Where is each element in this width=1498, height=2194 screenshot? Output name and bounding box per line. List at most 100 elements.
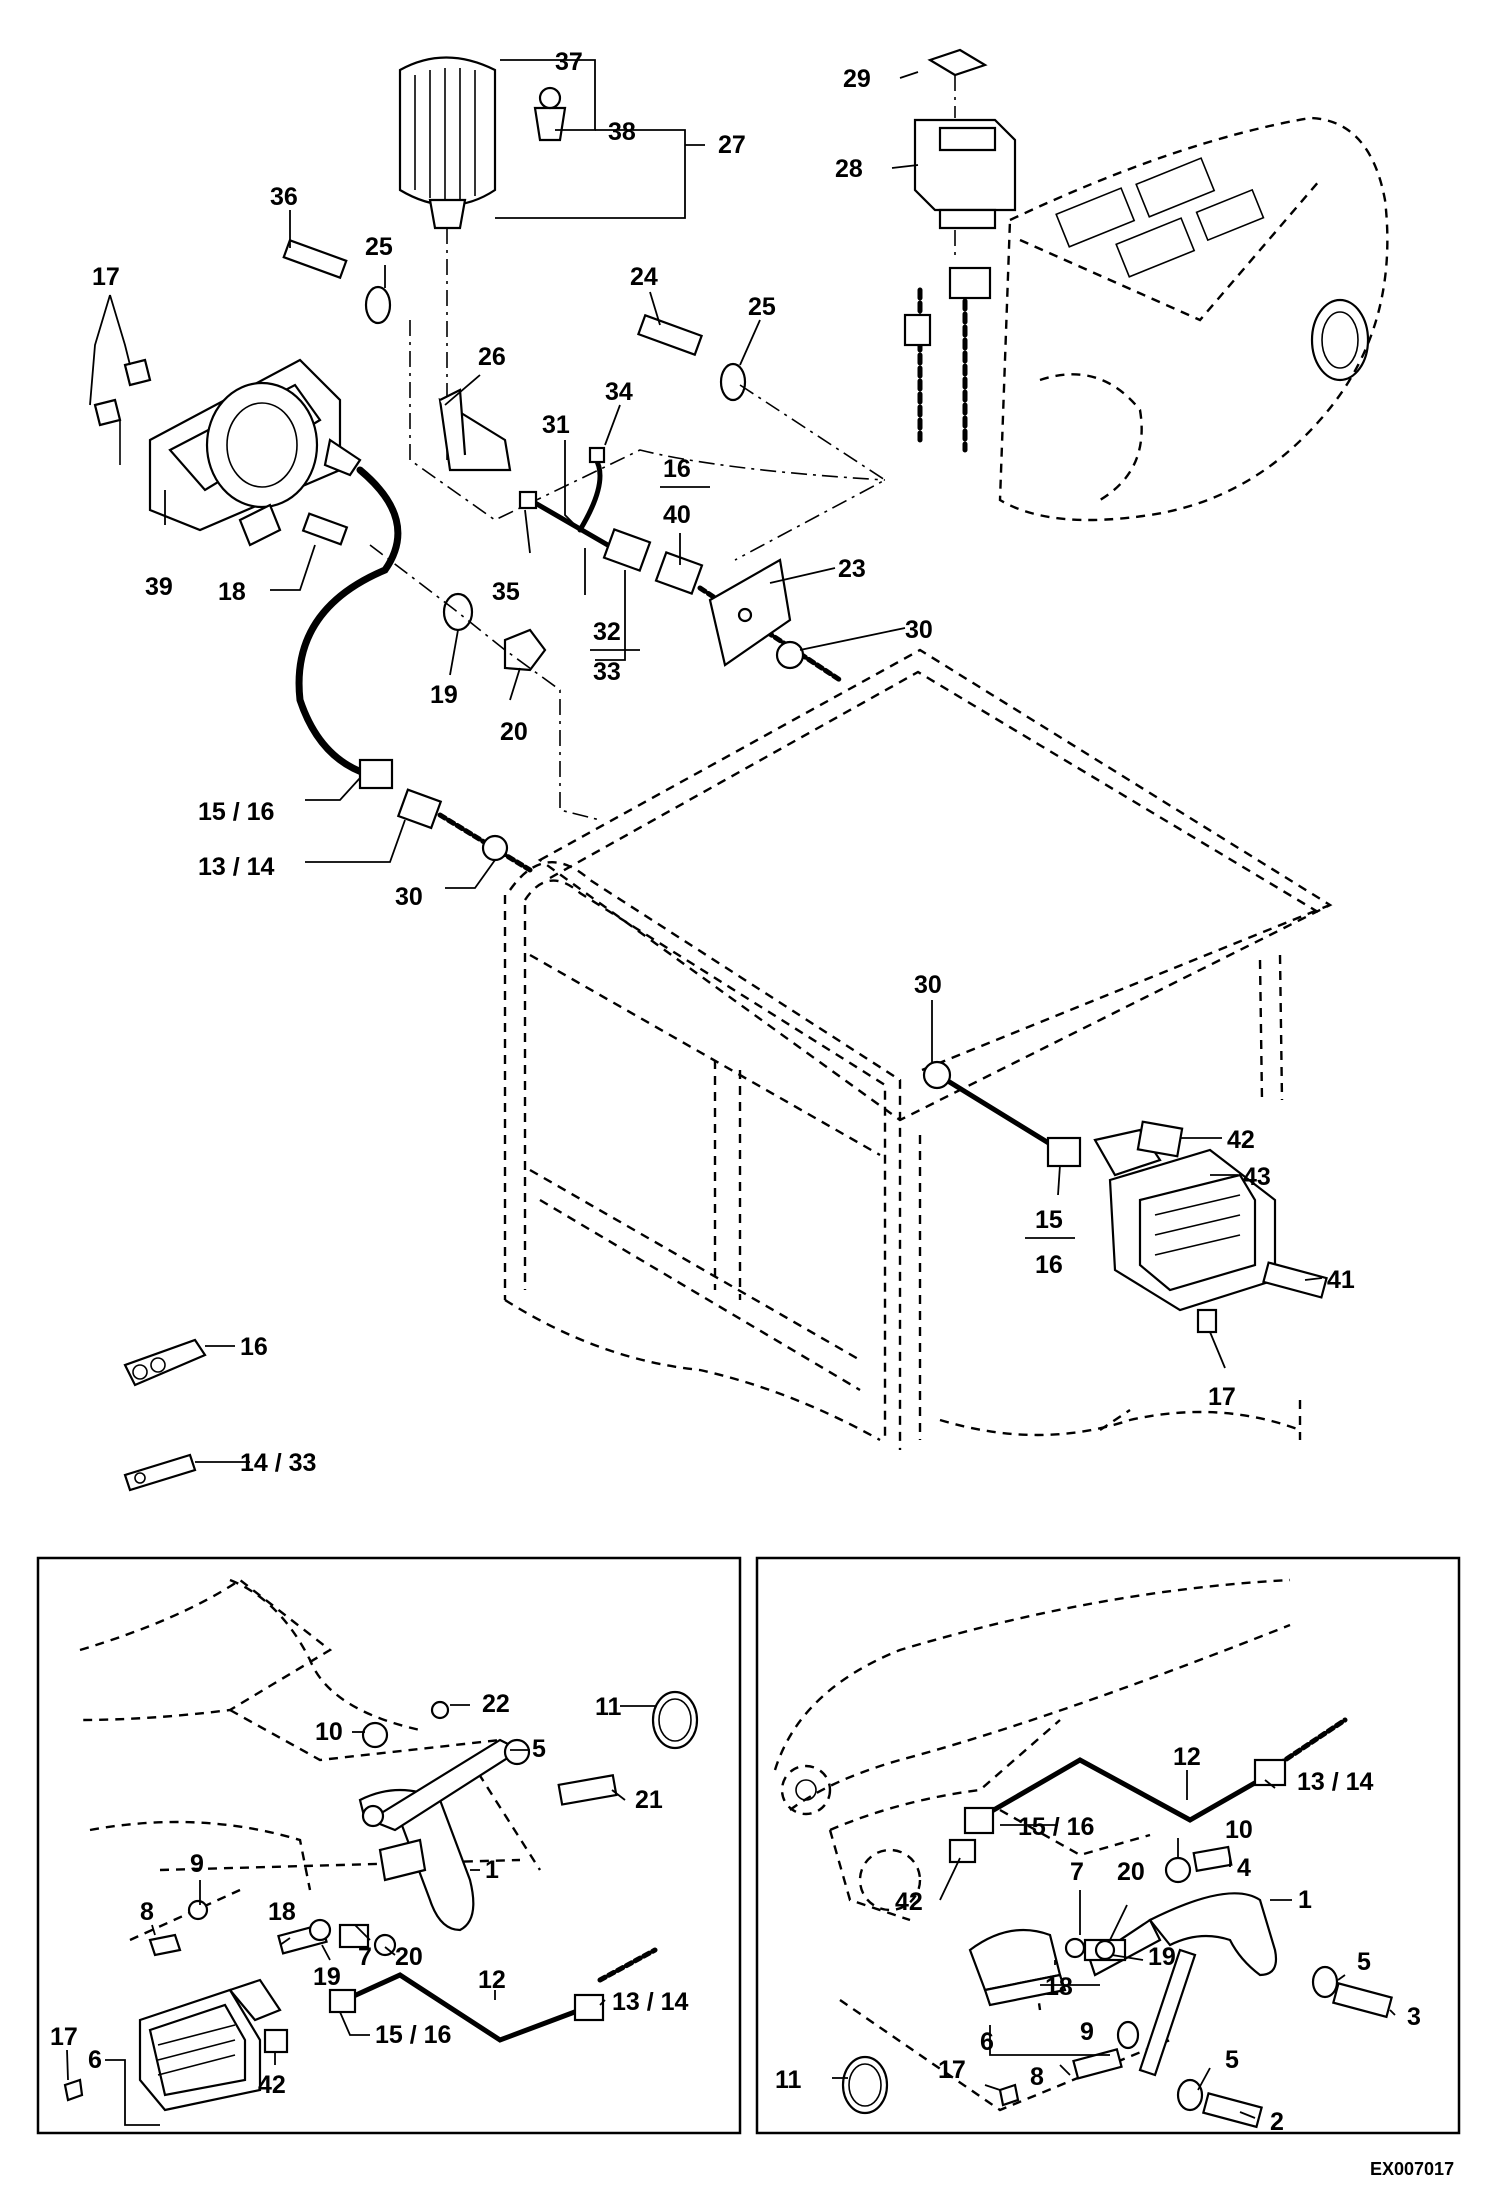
connector-42-main [1136, 1120, 1184, 1158]
callout-17-right: 17 [938, 2056, 966, 2084]
callout-30-c: 30 [914, 971, 942, 999]
nut-20-main [503, 628, 547, 672]
callout-13-14-a: 13 / 14 [198, 853, 275, 881]
callout-18-left: 18 [268, 1898, 296, 1926]
callout-13-14-right: 13 / 14 [1297, 1768, 1374, 1796]
centre-line-b [734, 384, 887, 561]
callout-9-right: 9 [1080, 2018, 1094, 2046]
callout-20-right: 20 [1117, 1858, 1145, 1886]
callout-21: 21 [635, 1786, 663, 1814]
connector-15-16-b [1046, 1136, 1082, 1168]
callout-13-14-left: 13 / 14 [612, 1988, 689, 2016]
callout-20-main: 20 [500, 718, 528, 746]
terminal-34 [588, 446, 606, 464]
grommet-30-b [775, 640, 805, 670]
washer-25-a [364, 285, 392, 325]
callout-36: 36 [270, 183, 298, 211]
callout-12-left: 12 [478, 1966, 506, 1994]
leader-lines-right [832, 1770, 1396, 2119]
grommet-30-a [481, 834, 509, 862]
washer-25-b [719, 362, 747, 402]
lamp-cable [295, 466, 402, 779]
callout-14-33-ref: 14 / 33 [240, 1449, 316, 1477]
centre-line-a [409, 320, 886, 521]
callout-22: 22 [482, 1690, 510, 1718]
callout-38: 38 [608, 118, 636, 146]
callout-16-b: 16 [1035, 1251, 1063, 1279]
detail-panel-left [36, 1556, 742, 2135]
connector-16-40 [654, 550, 704, 596]
work-lamp-43 [1093, 1128, 1277, 1312]
callout-15-16-a: 15 / 16 [198, 798, 274, 826]
leader-lines-left [66, 1704, 655, 2126]
callout-8-left: 8 [140, 1898, 154, 1926]
callout-30-a: 30 [905, 616, 933, 644]
terminal-16-reference [123, 1338, 207, 1387]
callout-17-left: 17 [50, 2023, 78, 2051]
detail-left-drawing [63, 1578, 699, 2112]
callout-37: 37 [555, 48, 583, 76]
clip-17-main [93, 358, 152, 465]
callout-1-right: 1 [1298, 1886, 1312, 1914]
bolt-18-main [301, 512, 349, 546]
callout-23: 23 [838, 555, 866, 583]
callout-19-right: 19 [1148, 1943, 1176, 1971]
connector-32-33 [602, 527, 652, 573]
bolt-24 [636, 313, 704, 357]
callout-43: 43 [1243, 1163, 1271, 1191]
beacon-bracket-26 [438, 388, 512, 472]
clip-17-lamp [1196, 1308, 1218, 1334]
callout-16: 16 [663, 455, 691, 483]
centre-line-c [369, 544, 601, 821]
callout-7-left: 7 [358, 1943, 372, 1971]
washer-19-main [442, 592, 474, 632]
harness-branch-34 [577, 455, 603, 533]
leader-lines-main [89, 59, 1323, 1463]
callout-12-right: 12 [1173, 1743, 1201, 1771]
callout-18-main: 18 [218, 578, 246, 606]
cab-outline [503, 648, 1333, 1450]
callout-1-left: 1 [485, 1856, 499, 1884]
callout-15-16-right: 15 / 16 [1018, 1813, 1094, 1841]
callout-25-b: 25 [748, 293, 776, 321]
callouts-right: 12 13 / 14 15 / 16 10 4 7 20 1 42 5 3 18… [775, 1743, 1421, 2136]
callout-15-16-left: 15 / 16 [375, 2021, 451, 2049]
callout-26: 26 [478, 343, 506, 371]
callout-2: 2 [1270, 2108, 1284, 2136]
callout-7-right: 7 [1070, 1858, 1084, 1886]
callouts-left: 22 11 10 5 21 9 1 8 18 7 20 19 12 13 / 1… [50, 1690, 689, 2099]
callout-3: 3 [1407, 2003, 1421, 2031]
beacon-bulb [533, 86, 567, 142]
grommet-30-c [922, 1060, 952, 1090]
callout-32: 32 [593, 618, 621, 646]
callout-30-b: 30 [395, 883, 423, 911]
callout-19-left: 19 [313, 1963, 341, 1991]
bolt-36 [282, 238, 348, 280]
callout-15-b: 15 [1035, 1206, 1063, 1234]
callout-17-main: 17 [92, 263, 120, 291]
callout-25-a: 25 [365, 233, 393, 261]
work-lamp-39 [148, 358, 362, 547]
callouts-main: 37 38 27 29 28 36 25 26 24 25 17 34 31 1… [92, 48, 1355, 1477]
callout-19-main: 19 [430, 681, 458, 709]
connector-13-14-a [396, 788, 443, 830]
detail-panel-right [755, 1556, 1461, 2135]
callout-20-left: 20 [395, 1943, 423, 1971]
bracket-23 [708, 558, 792, 667]
callout-9-left: 9 [190, 1850, 204, 1878]
callout-39: 39 [145, 573, 173, 601]
rocker-switch [913, 48, 1017, 260]
switch-connectors [903, 266, 992, 453]
callout-42-left: 42 [258, 2071, 286, 2099]
callout-8-right: 8 [1030, 2063, 1044, 2091]
drawing-reference-id: EX007017 [1370, 2159, 1454, 2179]
detail-right-drawing [773, 1578, 1393, 2129]
callout-6-left: 6 [88, 2046, 102, 2074]
callout-35: 35 [492, 578, 520, 606]
callout-34: 34 [605, 378, 633, 406]
connector-15-16-a [358, 758, 394, 790]
callout-11-left: 11 [595, 1693, 622, 1721]
bolt-41 [1262, 1261, 1328, 1299]
control-console-outline [998, 116, 1389, 522]
callout-18-right: 18 [1045, 1973, 1073, 2001]
